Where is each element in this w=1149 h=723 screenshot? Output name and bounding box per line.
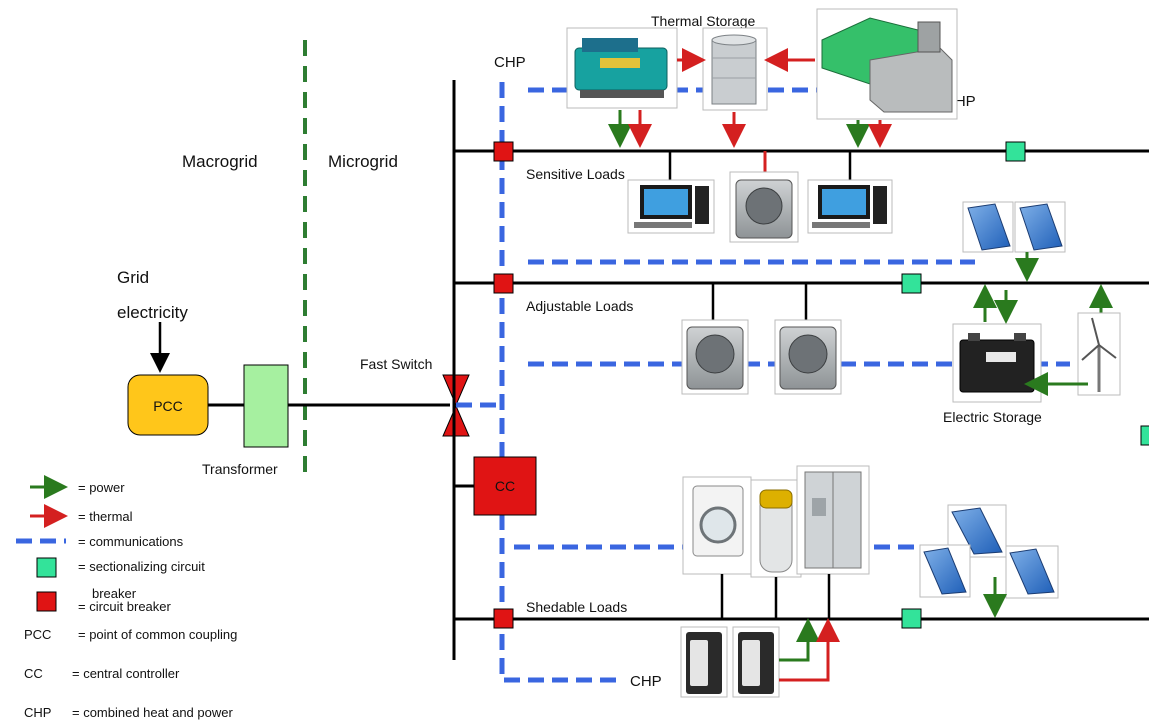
thermal-storage-tank-icon (702, 27, 768, 111)
section-switch-edge (1140, 425, 1149, 446)
breaker-adjustable (493, 273, 514, 294)
air-conditioner-icon (729, 171, 799, 243)
electric-storage-label: Electric Storage (943, 409, 1042, 425)
section-switch-adjustable (901, 273, 922, 294)
legend-sectionalizing-text: = sectionalizing circuit (78, 559, 205, 574)
legend-cc-symbol: CC (24, 666, 43, 681)
legend-power-text: = power (78, 480, 125, 495)
chp-bottom-label: CHP (630, 673, 662, 690)
legend-breaker-symbol (36, 591, 57, 612)
microgrid-label: Microgrid (328, 152, 398, 171)
fuel-cell-chp-icon (732, 626, 780, 698)
section-switch-sensitive (1005, 141, 1026, 162)
legend-breaker-text: = circuit breaker (78, 599, 172, 614)
air-conditioner-icon (681, 319, 749, 395)
breaker-shedable (493, 608, 514, 629)
legend-thermal-text: = thermal (78, 509, 133, 524)
transformer-box (243, 364, 289, 448)
solar-panel-icon (919, 544, 971, 598)
sensitive-loads-label: Sensitive Loads (526, 166, 625, 182)
legend-chp-symbol: CHP (24, 705, 51, 720)
cc-label: CC (495, 478, 515, 494)
computer-icon (807, 179, 893, 234)
power-flow-fuelcell (779, 618, 820, 662)
fast-switch-lower (442, 404, 470, 437)
chp-container-icon (816, 8, 958, 120)
adjustable-loads-label: Adjustable Loads (526, 298, 633, 314)
computer-icon (627, 179, 715, 234)
legend-pcc-symbol: PCC (24, 627, 51, 642)
fast-switch-upper (442, 374, 470, 407)
air-conditioner-icon (774, 319, 842, 395)
wind-turbine-icon (1077, 312, 1121, 396)
solar-panel-icon (1014, 201, 1066, 253)
cc-box (473, 456, 537, 516)
solar-panel-icon (1005, 545, 1059, 599)
shedable-loads-label: Shedable Loads (526, 599, 627, 615)
transformer-label: Transformer (202, 461, 278, 477)
legend-breaker-above: breaker (92, 586, 137, 601)
legend-comm-text: = communications (78, 534, 184, 549)
water-heater-icon (750, 479, 802, 578)
solar-panel-icon (947, 504, 1007, 558)
fast-switch-label: Fast Switch (360, 356, 432, 372)
washing-machine-icon (682, 476, 752, 575)
thermal-flow-fuelcell (779, 618, 840, 682)
pcc-label: PCC (153, 398, 183, 414)
grid-label: Grid (117, 268, 149, 287)
legend-chp-text: = combined heat and power (72, 705, 233, 720)
macrogrid-label: Macrogrid (182, 152, 258, 171)
breaker-sensitive (493, 141, 514, 162)
legend: = power = thermal = communications = sec… (16, 475, 237, 720)
battery-icon (952, 323, 1042, 403)
solar-panel-icon (962, 201, 1014, 253)
fuel-cell-chp-icon (680, 626, 728, 698)
legend-sectionalizing-symbol (36, 557, 57, 578)
refrigerator-icon (796, 465, 870, 575)
thermal-storage-label: Thermal Storage (651, 13, 755, 29)
legend-cc-text: = central controller (72, 666, 180, 681)
legend-pcc-text: = point of common coupling (78, 627, 237, 642)
section-switch-shedable (901, 608, 922, 629)
electricity-label: electricity (117, 303, 188, 322)
chp-engine-icon (566, 27, 678, 109)
chp-top-left-label: CHP (494, 54, 526, 71)
